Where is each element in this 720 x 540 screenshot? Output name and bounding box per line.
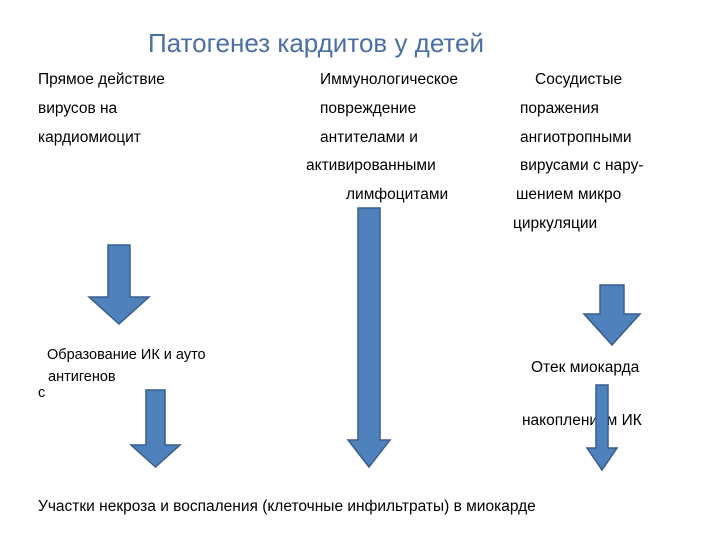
down-arrow-left-upper <box>87 244 151 326</box>
myocardial-edema-label: Отек миокарда <box>531 359 640 376</box>
page-title: Патогенез кардитов у детей <box>147 28 485 58</box>
necrosis-inflammation-result: Участки некроза и воспаления (клеточные … <box>38 498 536 515</box>
down-arrow-middle <box>346 207 392 469</box>
right-cause-line-3: ангиотропными <box>520 129 632 146</box>
right-cause-line-2: поражения <box>520 100 599 117</box>
left-cause-line-3: кардиомиоцит <box>38 129 141 146</box>
ic-accumulation-label: накоплением ИК <box>522 412 642 429</box>
left-cause-line-1: Прямое действие <box>38 71 165 88</box>
left-cause-line-2: вирусов на <box>38 100 118 117</box>
right-cause-line-1: Сосудистые <box>535 71 623 88</box>
middle-cause-line-2: повреждение <box>320 100 417 117</box>
right-cause-line-4: вирусами с нару- <box>520 157 644 174</box>
down-arrow-left-lower <box>129 389 182 469</box>
middle-cause-line-4: активированными <box>306 157 436 174</box>
immune-complex-formation-line-1: Образование ИК и ауто <box>47 347 206 363</box>
right-cause-line-6: циркуляции <box>513 215 598 232</box>
middle-cause-line-5: лимфоцитами <box>346 186 449 203</box>
right-cause-line-5: шением микро <box>516 186 622 203</box>
down-arrow-right-upper <box>582 284 642 347</box>
middle-cause-line-1: Иммунологическое <box>320 71 459 88</box>
middle-cause-line-3: антителами и <box>320 129 418 146</box>
stray-letter: с <box>38 385 46 401</box>
immune-complex-formation-line-2: антигенов <box>48 369 116 385</box>
down-arrow-right-lower <box>585 384 619 472</box>
